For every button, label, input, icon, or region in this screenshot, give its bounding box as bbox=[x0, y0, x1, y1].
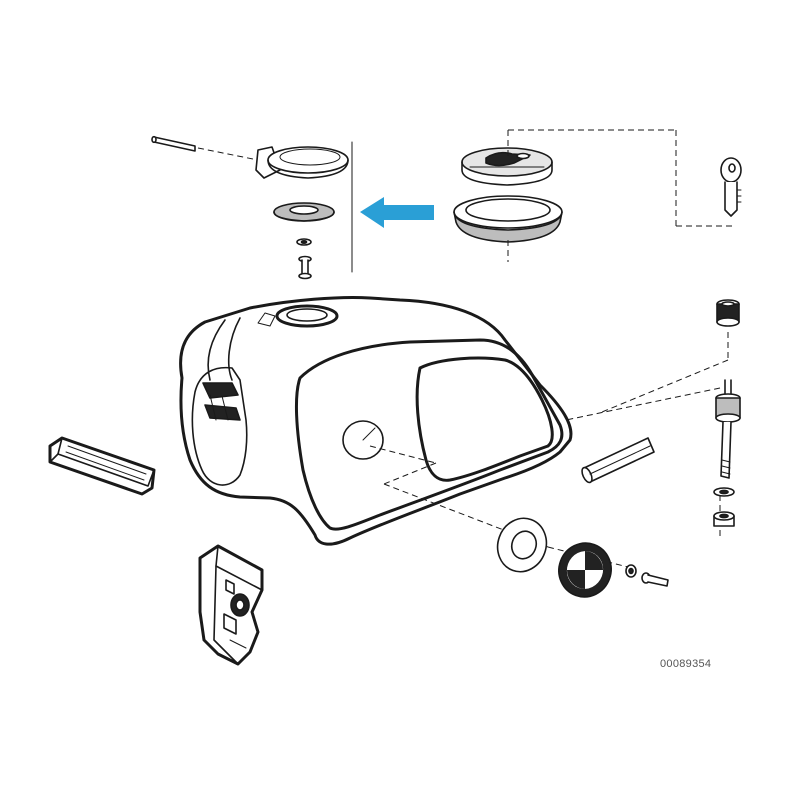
locking-cap-ring[interactable] bbox=[453, 195, 563, 243]
emblem-gasket[interactable] bbox=[490, 511, 554, 578]
key-bracket-lines bbox=[507, 129, 732, 262]
mounting-bracket[interactable] bbox=[198, 544, 264, 666]
part-number-label: 00089354 bbox=[660, 658, 712, 670]
stud-washer[interactable] bbox=[713, 487, 735, 497]
cap-washer[interactable] bbox=[296, 238, 312, 246]
rubber-pad[interactable] bbox=[48, 436, 156, 496]
emblem-screw[interactable] bbox=[641, 572, 669, 587]
locking-cap-top[interactable] bbox=[461, 147, 553, 186]
mounting-cap-nut[interactable] bbox=[716, 299, 740, 327]
mount-leader-lines bbox=[565, 332, 729, 540]
fuel-hose[interactable] bbox=[580, 437, 655, 484]
emblem-icon[interactable] bbox=[551, 536, 618, 605]
mounting-stud[interactable] bbox=[715, 379, 741, 479]
emblem-washer[interactable] bbox=[625, 564, 637, 578]
cap-screw[interactable] bbox=[298, 255, 312, 280]
stud-nut[interactable] bbox=[713, 511, 735, 527]
key-icon[interactable] bbox=[720, 157, 742, 217]
hinge-pin[interactable] bbox=[151, 135, 259, 161]
cap-gasket[interactable] bbox=[273, 202, 335, 222]
filler-cap-lid[interactable] bbox=[255, 146, 349, 179]
fuel-tank[interactable] bbox=[179, 295, 573, 546]
direction-arrow-icon bbox=[360, 197, 434, 228]
